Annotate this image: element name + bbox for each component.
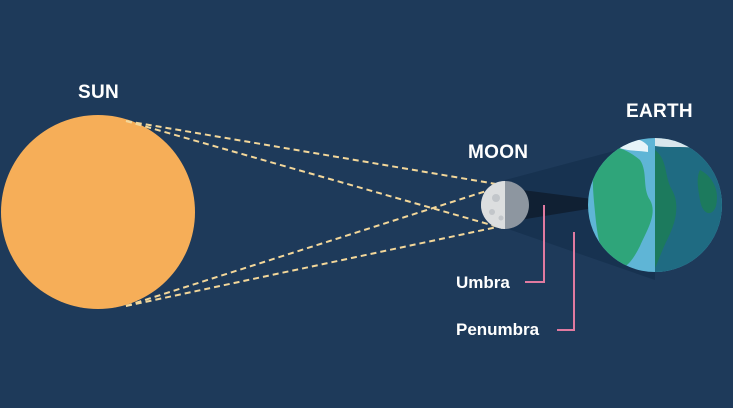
earth-label: EARTH [626,101,693,122]
ray-top-to-moon-top [125,120,503,186]
sun-icon [1,115,195,309]
penumbra-label: Penumbra [456,320,540,339]
ray-top-to-moon-bottom [125,120,503,229]
umbra-label: Umbra [456,273,510,292]
umbra-callout [525,205,545,283]
umbra-cone [507,188,600,222]
sun-rays [125,120,503,307]
ray-bottom-to-moon-top [125,185,503,307]
moon-icon [481,181,529,229]
ray-bottom-to-moon-bottom [125,225,503,307]
sun-label: SUN [78,82,120,103]
penumbra-callout [557,232,575,331]
moon-label: MOON [468,142,529,163]
callout-lines [525,205,575,331]
